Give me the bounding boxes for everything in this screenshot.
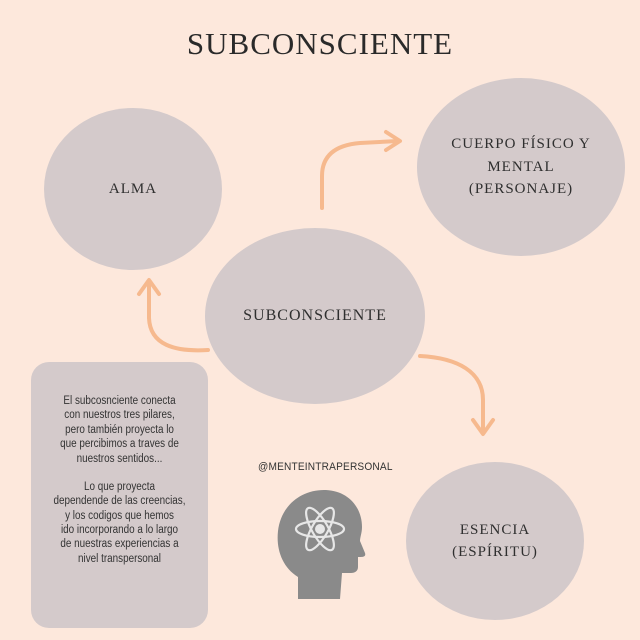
note-paragraph-2: Lo que proyecta dependende de las creenc… [53, 480, 186, 565]
node-subconsciente: SUBCONSCIENTE [205, 228, 425, 404]
node-cuerpo-label: CUERPO FÍSICO Y MENTAL (PERSONAJE) [451, 136, 591, 198]
arrow-to-alma [137, 278, 210, 353]
node-subconsciente-label: SUBCONSCIENTE [243, 307, 387, 324]
diagram-title: SUBCONSCIENTE [186, 26, 454, 61]
arrow-to-esencia [418, 354, 495, 436]
node-alma-label: ALMA [108, 180, 158, 197]
node-esencia: ESENCIA (ESPÍRITU) [406, 462, 584, 620]
social-handle: @MENTEINTRAPERSONAL [258, 461, 393, 473]
note-text: El subcosnciente conecta con nuestros tr… [50, 394, 188, 566]
arrow-to-cuerpo [320, 130, 402, 210]
node-cuerpo: CUERPO FÍSICO Y MENTAL (PERSONAJE) [417, 78, 625, 256]
note-box: El subcosnciente conecta con nuestros tr… [31, 362, 208, 628]
node-alma: ALMA [44, 108, 222, 270]
note-paragraph-1: El subcosnciente conecta con nuestros tr… [60, 395, 179, 465]
head-silhouette-icon [277, 489, 366, 599]
node-esencia-label: ESENCIA (ESPÍRITU) [452, 521, 538, 561]
atom-icon [294, 506, 346, 552]
